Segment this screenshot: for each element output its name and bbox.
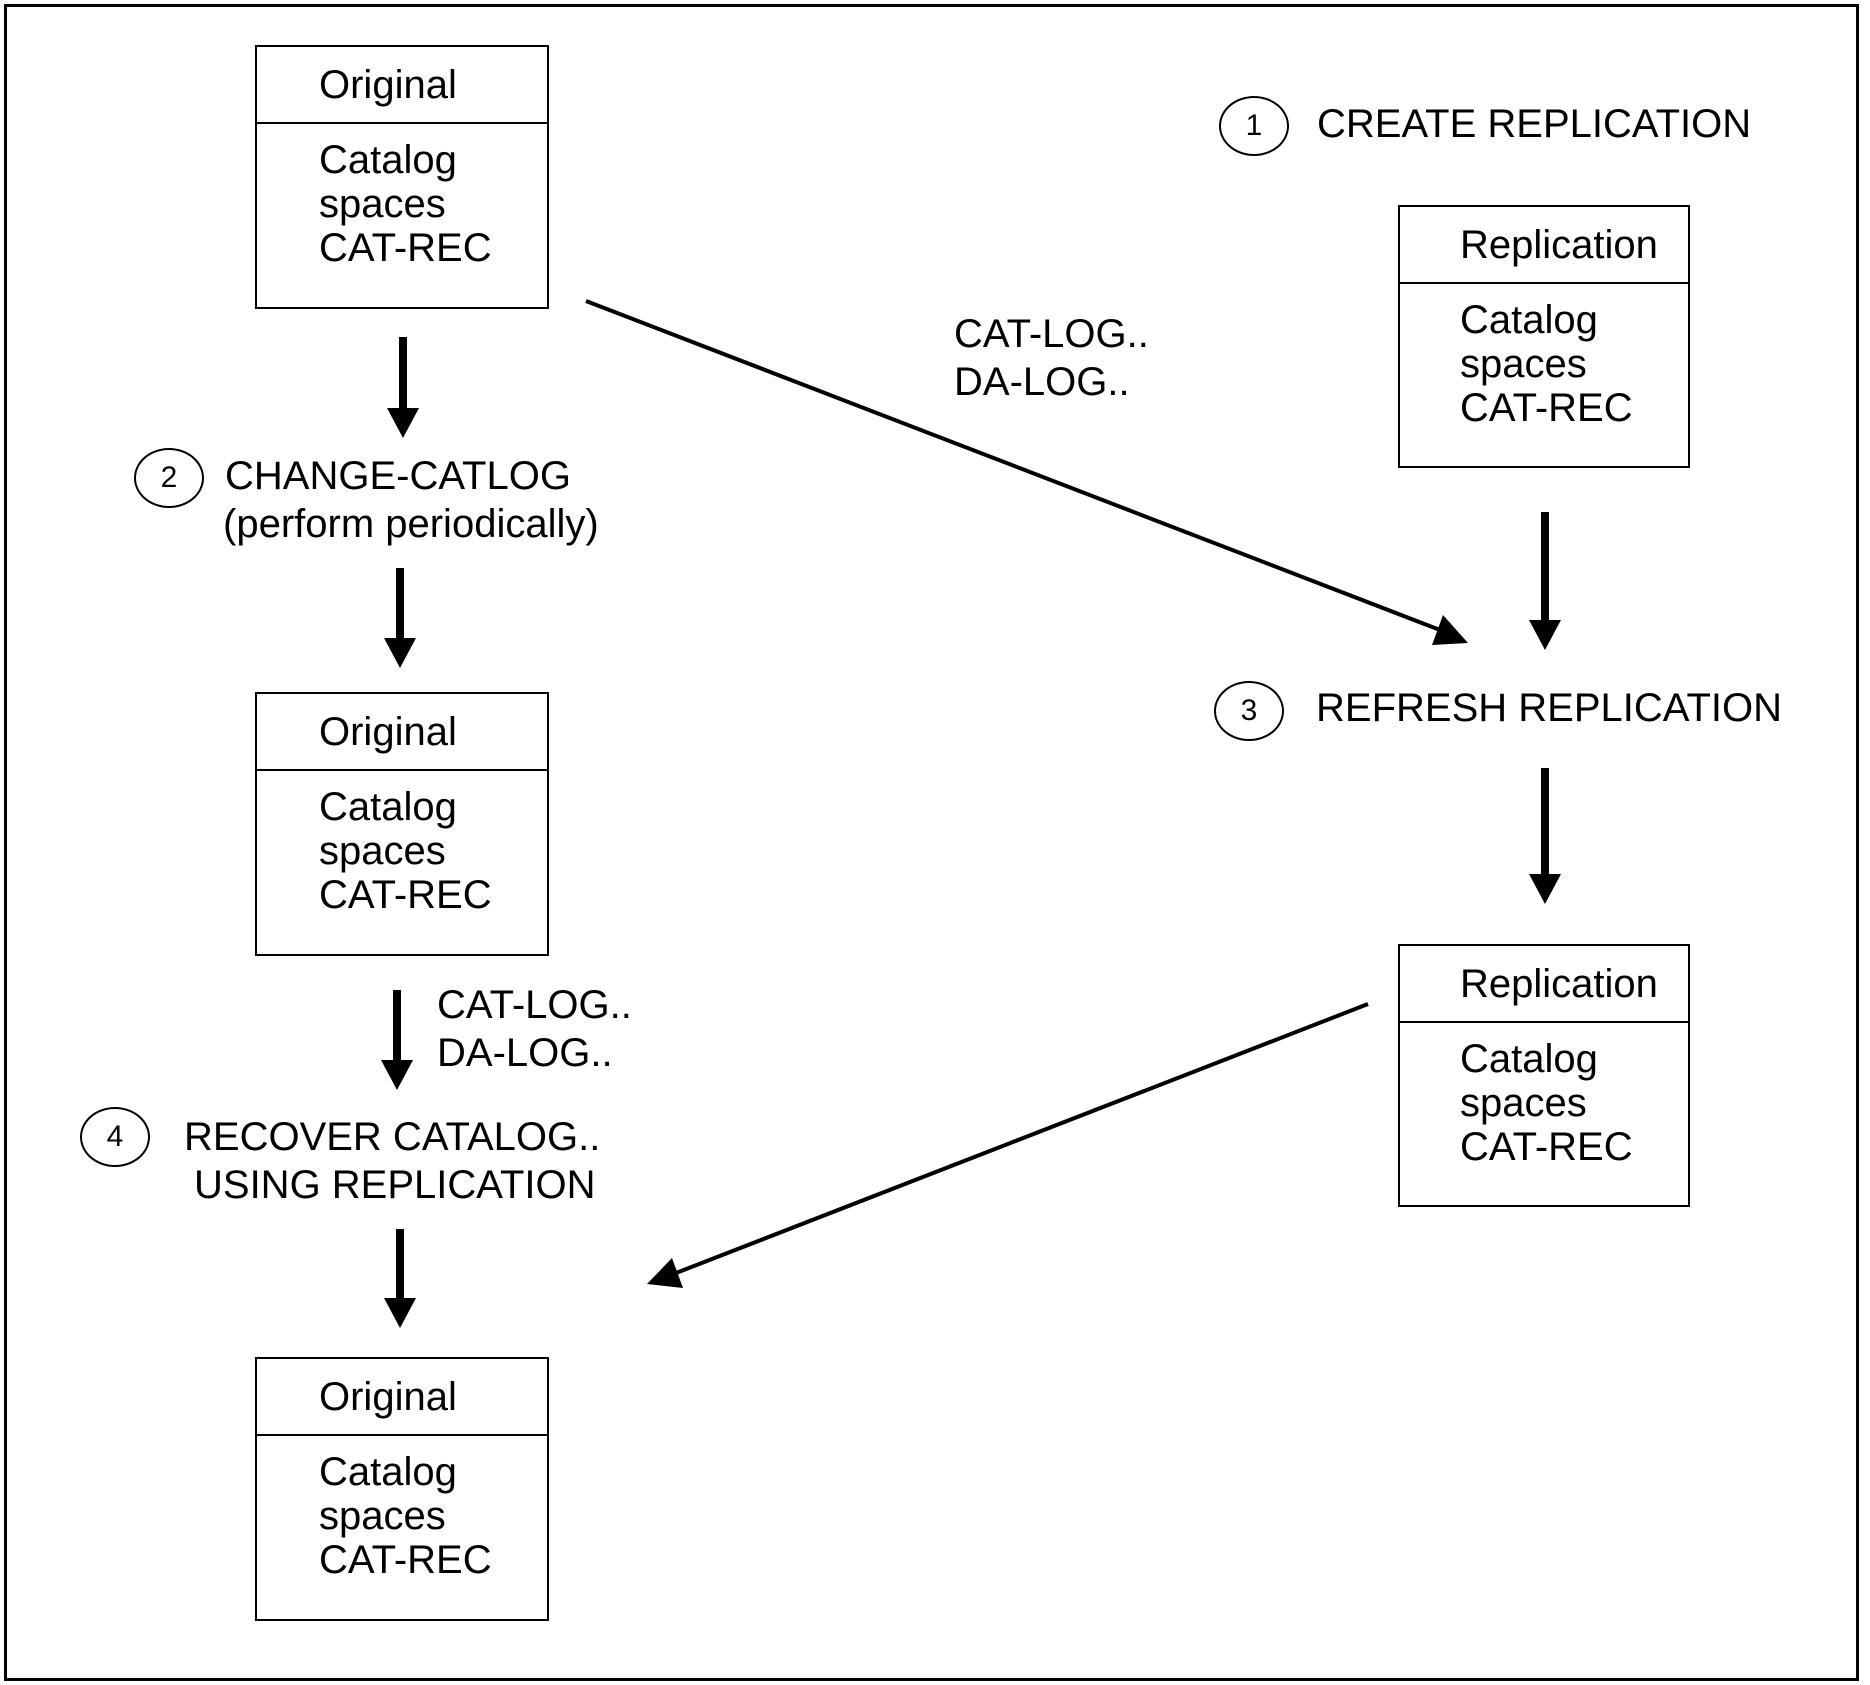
box-header: Original [257, 47, 547, 124]
box-line: spaces [319, 182, 446, 226]
arrow-original2-to-step4 [381, 990, 413, 1090]
box-header: Original [257, 1359, 547, 1436]
original-box-3: Original Catalog spaces CAT-REC [255, 1357, 549, 1621]
step-1-label: CREATE REPLICATION [1317, 102, 1752, 146]
arrow-step2-to-original2 [384, 568, 416, 668]
original-box-2: Original Catalog spaces CAT-REC [255, 692, 549, 956]
box-line: CAT-REC [1460, 1125, 1633, 1169]
box-body: Catalog spaces CAT-REC [257, 124, 547, 270]
arrow-original1-to-step2 [387, 337, 419, 438]
log-label-vertical-da: DA-LOG.. [437, 1031, 613, 1075]
step-4-sublabel: USING REPLICATION [194, 1163, 596, 1207]
box-line: Catalog [1460, 1037, 1598, 1081]
box-header: Replication [1400, 207, 1688, 284]
box-line: spaces [1460, 342, 1587, 386]
box-line: CAT-REC [319, 226, 492, 270]
box-line: Catalog [319, 1450, 457, 1494]
box-line: CAT-REC [319, 1538, 492, 1582]
arrow-step4-to-original3 [384, 1229, 416, 1328]
step-4-marker: 4 [80, 1107, 150, 1167]
step-2-marker: 2 [134, 448, 204, 508]
step-2-sublabel: (perform periodically) [223, 502, 599, 546]
box-line: Catalog [319, 138, 457, 182]
original-box-1: Original Catalog spaces CAT-REC [255, 45, 549, 309]
step-4-label: RECOVER CATALOG.. [184, 1115, 601, 1159]
box-body: Catalog spaces CAT-REC [257, 771, 547, 917]
diagram-frame [4, 4, 1859, 1681]
arrow-step3-to-replication2 [1529, 768, 1561, 904]
replication-box-1: Replication Catalog spaces CAT-REC [1398, 205, 1690, 468]
step-3-label: REFRESH REPLICATION [1316, 686, 1782, 730]
step-1-marker: 1 [1219, 96, 1289, 156]
step-3-marker: 3 [1214, 681, 1284, 741]
box-header: Replication [1400, 946, 1688, 1023]
box-line: CAT-REC [1460, 386, 1633, 430]
box-line: Catalog [319, 785, 457, 829]
box-line: spaces [319, 1494, 446, 1538]
box-line: CAT-REC [319, 873, 492, 917]
step-2-label: CHANGE-CATLOG [225, 454, 571, 498]
replication-box-2: Replication Catalog spaces CAT-REC [1398, 944, 1690, 1207]
box-line: spaces [319, 829, 446, 873]
box-line: Catalog [1460, 298, 1598, 342]
log-label-vertical-cat: CAT-LOG.. [437, 983, 632, 1027]
arrow-original1-to-step3 [585, 299, 1468, 645]
box-body: Catalog spaces CAT-REC [1400, 1023, 1688, 1169]
arrow-replication2-to-step4 [647, 1002, 1369, 1288]
box-line: spaces [1460, 1081, 1587, 1125]
box-body: Catalog spaces CAT-REC [1400, 284, 1688, 430]
log-label-diagonal-da: DA-LOG.. [954, 360, 1130, 404]
log-label-diagonal-cat: CAT-LOG.. [954, 312, 1149, 356]
box-header: Original [257, 694, 547, 771]
arrow-replication1-to-step3 [1529, 512, 1561, 650]
box-body: Catalog spaces CAT-REC [257, 1436, 547, 1582]
